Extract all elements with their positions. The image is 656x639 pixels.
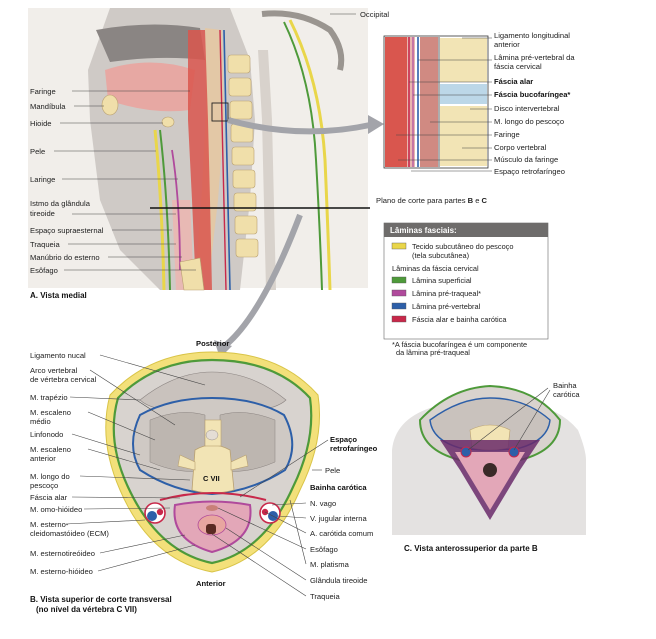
panel-b-transverse: C VII Posterior Anterior — [105, 339, 321, 588]
caption-panel-b-2: (no nível da vértebra C VII) — [36, 605, 137, 614]
pb-right-tireoide: Glândula tireoide — [310, 576, 367, 585]
pb-right-jugular: V. jugular interna — [310, 514, 367, 523]
inset-marker-box — [211, 102, 229, 122]
pc-bainha-1: Bainha — [553, 381, 577, 390]
legend-swatch-subcut — [391, 242, 407, 250]
label-faringe: Faringe — [30, 87, 56, 96]
legend-swatch-3 — [391, 315, 407, 323]
label-occipital: Occipital — [360, 10, 389, 19]
pb-left-15: M. esternotireóideo — [30, 549, 95, 558]
inset-label-4: Fáscia alar — [494, 77, 533, 86]
inset-label-5: Fáscia bucofaríngea* — [494, 90, 570, 99]
legend-item-2: Lâmina pré-vertebral — [412, 302, 481, 311]
legend-note-1: *A fáscia bucofaríngea é um componente — [392, 340, 527, 349]
label-istmo-1: Istmo da glândula — [30, 199, 91, 208]
pb-left-6: Linfonodo — [30, 430, 63, 439]
panel-a-labels: Occipital Faringe Mandíbula Hioide Pele … — [30, 10, 488, 300]
pb-left-5: médio — [30, 417, 51, 426]
label-plano-corte: Plano de corte para partes B e C — [376, 196, 488, 205]
inset-detail — [383, 35, 489, 169]
tongue-region — [105, 62, 195, 112]
legend-subcut-2: (tela subcutânea) — [412, 251, 469, 260]
legend-group: Lâminas da fáscia cervical — [392, 264, 479, 273]
pb-right-espaco-2: retrofaríngeo — [330, 444, 378, 453]
legend-subcut-1: Tecido subcutâneo do pescoço — [412, 242, 514, 251]
pb-left-7: M. escaleno — [30, 445, 71, 454]
fascia-legend: Lâminas fasciais: Tecido subcutâneo do p… — [383, 222, 549, 357]
label-hioide: Hioide — [30, 119, 52, 128]
pb-right-carotida: A. carótida comum — [310, 529, 373, 538]
pb-left-1: Arco vertebral — [30, 366, 78, 375]
vertebra-label: C VII — [203, 474, 220, 483]
cervical-vertebrae — [227, 54, 259, 258]
pb-right-espaco-1: Espaço — [330, 435, 357, 444]
pb-right-pele: Pele — [325, 466, 340, 475]
label-laringe: Laringe — [30, 175, 55, 184]
inset-label-6: Disco intervertebral — [494, 104, 560, 113]
legend-title: Lâminas fasciais: — [390, 226, 457, 235]
legend-note-2: da lâmina pré-traqueal — [396, 348, 470, 357]
panel-b-right-labels: Espaço retrofaríngeo Pele Bainha carótic… — [211, 435, 378, 601]
legend-swatch-2 — [391, 302, 407, 310]
label-espaco-supraesternal: Espaço supraesternal — [30, 226, 104, 235]
caption-panel-a: A. Vista medial — [30, 291, 87, 300]
legend-swatch-1 — [391, 289, 407, 297]
legend-swatch-0 — [391, 276, 407, 284]
pb-left-3: M. trapézio — [30, 393, 68, 402]
pb-left-16: M. esterno-hióideo — [30, 567, 93, 576]
pb-left-2: de vértebra cervical — [30, 375, 97, 384]
inset-labels: Ligamento longitudinal anterior Lâmina p… — [396, 31, 575, 176]
pb-right-vago: N. vago — [310, 499, 336, 508]
pb-left-8: anterior — [30, 454, 56, 463]
inset-label-9: Corpo vertebral — [494, 143, 547, 152]
inset-label-11: Espaço retrofaríngeo — [494, 167, 565, 176]
pb-right-platisma: M. platisma — [310, 560, 350, 569]
label-anterior: Anterior — [196, 579, 226, 588]
inset-label-10: Músculo da faringe — [494, 155, 558, 164]
inset-label-8: Faringe — [494, 130, 520, 139]
pb-right-esofago: Esôfago — [310, 545, 338, 554]
esophagus — [206, 505, 218, 511]
caption-panel-b-1: B. Vista superior de corte transversal — [30, 595, 172, 604]
trachea-lumen — [206, 524, 216, 534]
label-istmo-2: tireoide — [30, 209, 55, 218]
inset-label-1: anterior — [494, 40, 520, 49]
pb-left-0: Ligamento nucal — [30, 351, 86, 360]
pb-left-14: cleidomastóideo (ECM) — [30, 529, 109, 538]
pb-right-bainha: Bainha carótica — [310, 483, 367, 492]
label-posterior: Posterior — [196, 339, 229, 348]
pb-right-traqueia: Traqueia — [310, 592, 340, 601]
pb-left-12: M. omo-hióideo — [30, 505, 82, 514]
pc-bainha-2: carótica — [553, 390, 580, 399]
panel-c-anterosuperior: Bainha carótica C. Vista anterossuperior… — [392, 381, 586, 553]
legend-item-0: Lâmina superficial — [412, 276, 472, 285]
pb-left-10: pescoço — [30, 481, 58, 490]
arrow-to-panel-b — [220, 213, 303, 351]
inset-label-7: M. longo do pescoço — [494, 117, 564, 126]
label-esofago-a: Esôfago — [30, 266, 58, 275]
label-pele: Pele — [30, 147, 45, 156]
panel-a-medial-view — [28, 8, 384, 291]
inset-label-3: fáscia cervical — [494, 62, 542, 71]
legend-item-1: Lâmina pré-traqueal* — [412, 289, 481, 298]
pb-left-9: M. longo do — [30, 472, 70, 481]
caption-panel-c: C. Vista anterossuperior da parte B — [404, 544, 538, 553]
pb-left-4: M. escaleno — [30, 408, 71, 417]
label-mandibula: Mandíbula — [30, 102, 66, 111]
intervertebral-disc — [440, 84, 487, 104]
legend-item-3: Fáscia alar e bainha carótica — [412, 315, 507, 324]
label-traqueia-a: Traqueia — [30, 240, 60, 249]
pb-left-11: Fáscia alar — [30, 493, 68, 502]
inset-label-0: Ligamento longitudinal — [494, 31, 570, 40]
panel-b-left-labels: Ligamento nucal Arco vertebral de vérteb… — [30, 351, 206, 614]
inset-label-2: Lâmina pré-vertebral da — [494, 53, 575, 62]
pb-left-13: M. esterno- — [30, 520, 69, 529]
label-manubrio: Manúbrio do esterno — [30, 253, 100, 262]
